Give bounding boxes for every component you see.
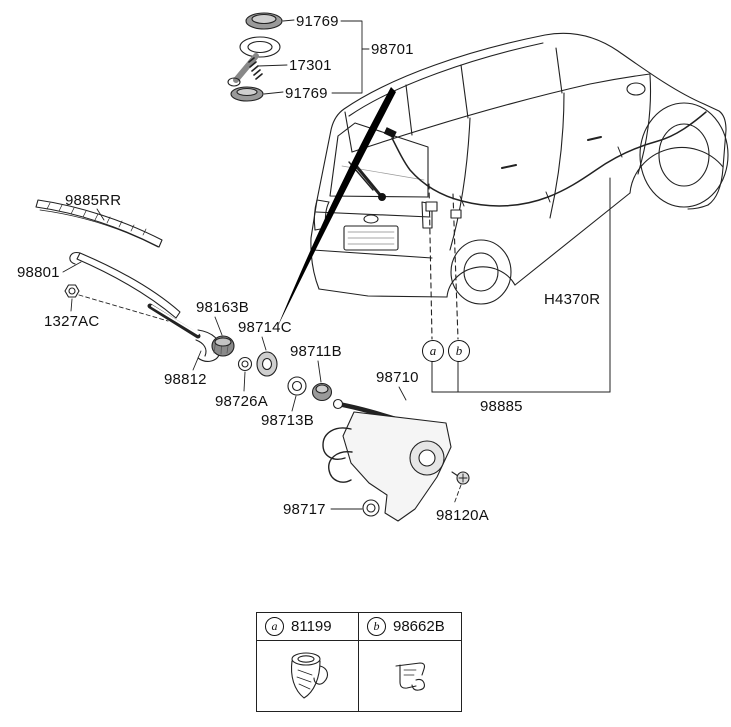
part-label-98120A: 98120A <box>436 507 489 524</box>
legend-letter-a: a <box>265 617 284 636</box>
part-label-91769-lower: 91769 <box>285 85 328 102</box>
part-label-98717: 98717 <box>283 501 326 518</box>
legend-icon-cell-b <box>359 641 461 711</box>
legend-header-a: a 81199 <box>257 613 359 641</box>
wire-clip-icon <box>395 662 426 691</box>
wiper-arm-98812 <box>147 303 221 362</box>
pivot-shaft-98163B <box>211 335 235 357</box>
rear-harness <box>383 111 707 207</box>
callout-a-letter: a <box>429 343 437 358</box>
part-label-1327AC: 1327AC <box>44 313 100 330</box>
part-label-91769-upper: 91769 <box>296 13 339 30</box>
pointer-sweep-band <box>277 87 396 328</box>
wiper-blade-9885RR <box>35 199 163 248</box>
front-wheel <box>639 102 729 208</box>
part-label-98812: 98812 <box>164 371 207 388</box>
top-group-leaders <box>257 19 370 95</box>
part-label-98885: 98885 <box>480 398 523 415</box>
rear-wheel <box>450 239 512 305</box>
ring-98713B <box>287 376 307 396</box>
callout-connectors <box>431 177 611 393</box>
grommet-98717 <box>362 499 380 517</box>
part-label-98801: 98801 <box>17 264 60 281</box>
clip-location-a <box>425 201 438 212</box>
washer-98726A <box>237 356 253 372</box>
part-label-9885RR: 9885RR <box>65 192 122 209</box>
callout-b: b <box>448 340 470 362</box>
emblem <box>363 214 379 224</box>
part-label-98163B: 98163B <box>196 299 249 316</box>
part-label-98713B: 98713B <box>261 412 314 429</box>
part-label-98711B: 98711B <box>290 343 342 360</box>
part-label-98726A: 98726A <box>215 393 268 410</box>
pivot-ring <box>239 36 281 58</box>
part-label-H4370R: H4370R <box>544 291 601 308</box>
pivot-nut-1327AC <box>64 284 169 322</box>
legend-header-b: b 98662B <box>359 613 461 641</box>
legend-part-a: 81199 <box>291 618 332 635</box>
harness-connector <box>383 127 397 139</box>
part-label-98701: 98701 <box>371 41 414 58</box>
hidden-part-lines <box>428 183 459 340</box>
part-label-98714C: 98714C <box>238 319 292 336</box>
leader-lines <box>62 208 407 510</box>
part-label-17301: 17301 <box>289 57 332 74</box>
side-mirror <box>626 82 646 96</box>
callout-b-letter: b <box>455 343 463 358</box>
wiper-motor-assembly <box>322 398 459 522</box>
wiper-arm-98801 <box>69 251 181 319</box>
legend-table: a 81199 b 98662B <box>256 612 462 712</box>
license-plate <box>343 225 399 251</box>
trim-clip-icon <box>290 652 328 699</box>
wiper-pivot-point <box>378 193 386 201</box>
part-label-98710: 98710 <box>376 369 419 386</box>
legend-part-b: 98662B <box>393 618 445 635</box>
grommet-98714C <box>256 351 278 377</box>
rear-wiper-arm-on-glass <box>355 165 383 198</box>
legend-icon-cell-a <box>257 641 359 711</box>
car-illustration <box>310 32 729 305</box>
cap-98711B <box>311 382 333 402</box>
legend-letter-b: b <box>367 617 386 636</box>
callout-a: a <box>422 340 444 362</box>
pivot-cap-assembly <box>227 12 283 102</box>
clip-location-b <box>450 209 462 219</box>
bolt-98120A <box>453 471 470 505</box>
